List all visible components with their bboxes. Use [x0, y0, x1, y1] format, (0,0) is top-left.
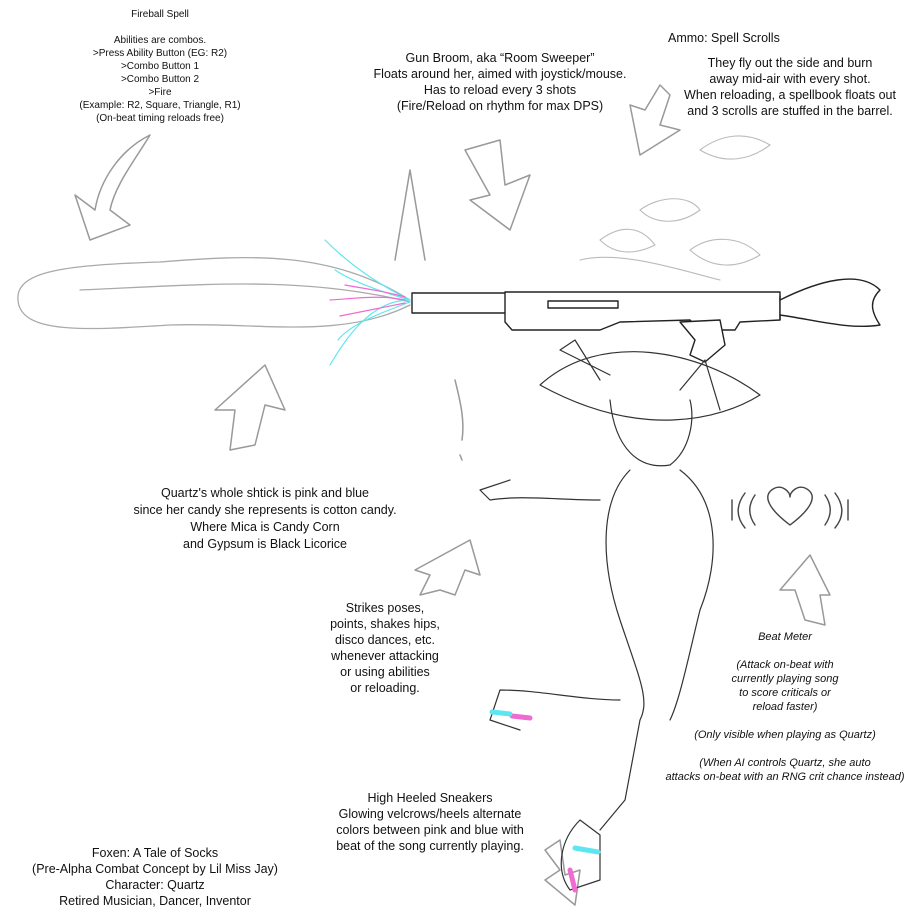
- beat-meter-note: Beat Meter (Attack on-beat with currentl…: [650, 630, 920, 784]
- ammo-note: They fly out the side and burn away mid-…: [660, 55, 920, 119]
- color-line: Where Mica is Candy Corn: [190, 520, 340, 534]
- credits: Foxen: A Tale of Socks (Pre-Alpha Combat…: [0, 845, 310, 909]
- credits-line: (Pre-Alpha Combat Concept by Lil Miss Ja…: [32, 862, 278, 876]
- pose-line: disco dances, etc.: [334, 633, 436, 647]
- color-line: since her candy she represents is cotton…: [133, 503, 397, 517]
- gun-line: Has to reload every 3 shots: [423, 83, 577, 97]
- beat-visibility: (Only visible when playing as Quartz): [694, 729, 876, 741]
- sneaker-line: colors between pink and blue with: [336, 823, 524, 837]
- gun-broom-sketch: [411, 278, 881, 363]
- fireball-line: (On-beat timing reloads free): [96, 113, 224, 124]
- sneaker-line: beat of the song currently playing.: [336, 839, 524, 853]
- fireball-sketch: [17, 257, 411, 330]
- pose-note: Strikes poses, points, shakes hips, disc…: [305, 600, 465, 696]
- gun-line: (Fire/Reload on rhythm for max DPS): [396, 99, 604, 113]
- ammo-line: When reloading, a spellbook floats out: [684, 88, 896, 102]
- pose-line: points, shakes hips,: [330, 617, 440, 631]
- pose-line: whenever attacking: [331, 649, 439, 663]
- beat-meter-icon: [731, 486, 849, 529]
- beat-meter-title: Beat Meter: [758, 631, 812, 643]
- fireball-line: >Fire: [148, 87, 172, 98]
- color-note: Quartz's whole shtick is pink and blue s…: [100, 485, 430, 553]
- pose-line: or using abilities: [340, 665, 430, 679]
- beat-line: reload faster): [752, 701, 818, 713]
- credits-title: Foxen: A Tale of Socks: [91, 846, 219, 860]
- sneaker-line: Glowing velcrows/heels alternate: [338, 807, 522, 821]
- beat-line: (Attack on-beat with: [736, 659, 834, 671]
- ammo-line: They fly out the side and burn: [707, 56, 873, 70]
- ammo-title: Ammo: Spell Scrolls: [668, 30, 780, 46]
- sneaker-line: High Heeled Sneakers: [367, 791, 493, 805]
- sneaker-velcro: [489, 709, 601, 893]
- quartz-character-sketch: [479, 339, 761, 891]
- gun-note: Gun Broom, aka “Room Sweeper” Floats aro…: [340, 50, 660, 114]
- beat-line: attacks on-beat with an RNG crit chance …: [665, 771, 905, 783]
- gun-line: Floats around her, aimed with joystick/m…: [373, 67, 627, 81]
- beat-line: currently playing song: [731, 673, 839, 685]
- ammo-line: and 3 scrolls are stuffed in the barrel.: [687, 104, 893, 118]
- beat-line: (When AI controls Quartz, she auto: [699, 757, 871, 769]
- credits-line: Retired Musician, Dancer, Inventor: [59, 894, 251, 908]
- beat-line: to score criticals or: [739, 687, 831, 699]
- fireball-line: Abilities are combos.: [113, 35, 207, 46]
- color-line: Quartz's whole shtick is pink and blue: [160, 486, 370, 500]
- flying-scrolls-sketch: [579, 135, 771, 281]
- ammo-title-text: Ammo: Spell Scrolls: [668, 31, 780, 45]
- pose-line: Strikes poses,: [345, 601, 425, 615]
- fireball-line: >Combo Button 1: [120, 61, 200, 72]
- color-line: and Gypsum is Black Licorice: [183, 537, 347, 551]
- gun-line: Gun Broom, aka “Room Sweeper”: [405, 51, 595, 65]
- motion-arrows: [74, 84, 831, 906]
- sneaker-note: High Heeled Sneakers Glowing velcrows/he…: [295, 790, 565, 854]
- fireball-line: (Example: R2, Square, Triangle, R1): [79, 100, 241, 111]
- fireball-glow: [324, 239, 411, 366]
- pose-line: or reloading.: [350, 681, 420, 695]
- fireball-line: >Combo Button 2: [120, 74, 200, 85]
- credits-line: Character: Quartz: [105, 878, 205, 892]
- fireball-line: >Press Ability Button (EG: R2): [92, 48, 228, 59]
- fireball-note: Fireball Spell Abilities are combos. >Pr…: [40, 8, 280, 125]
- ammo-line: away mid-air with every shot.: [709, 72, 871, 86]
- fireball-title: Fireball Spell: [131, 9, 189, 20]
